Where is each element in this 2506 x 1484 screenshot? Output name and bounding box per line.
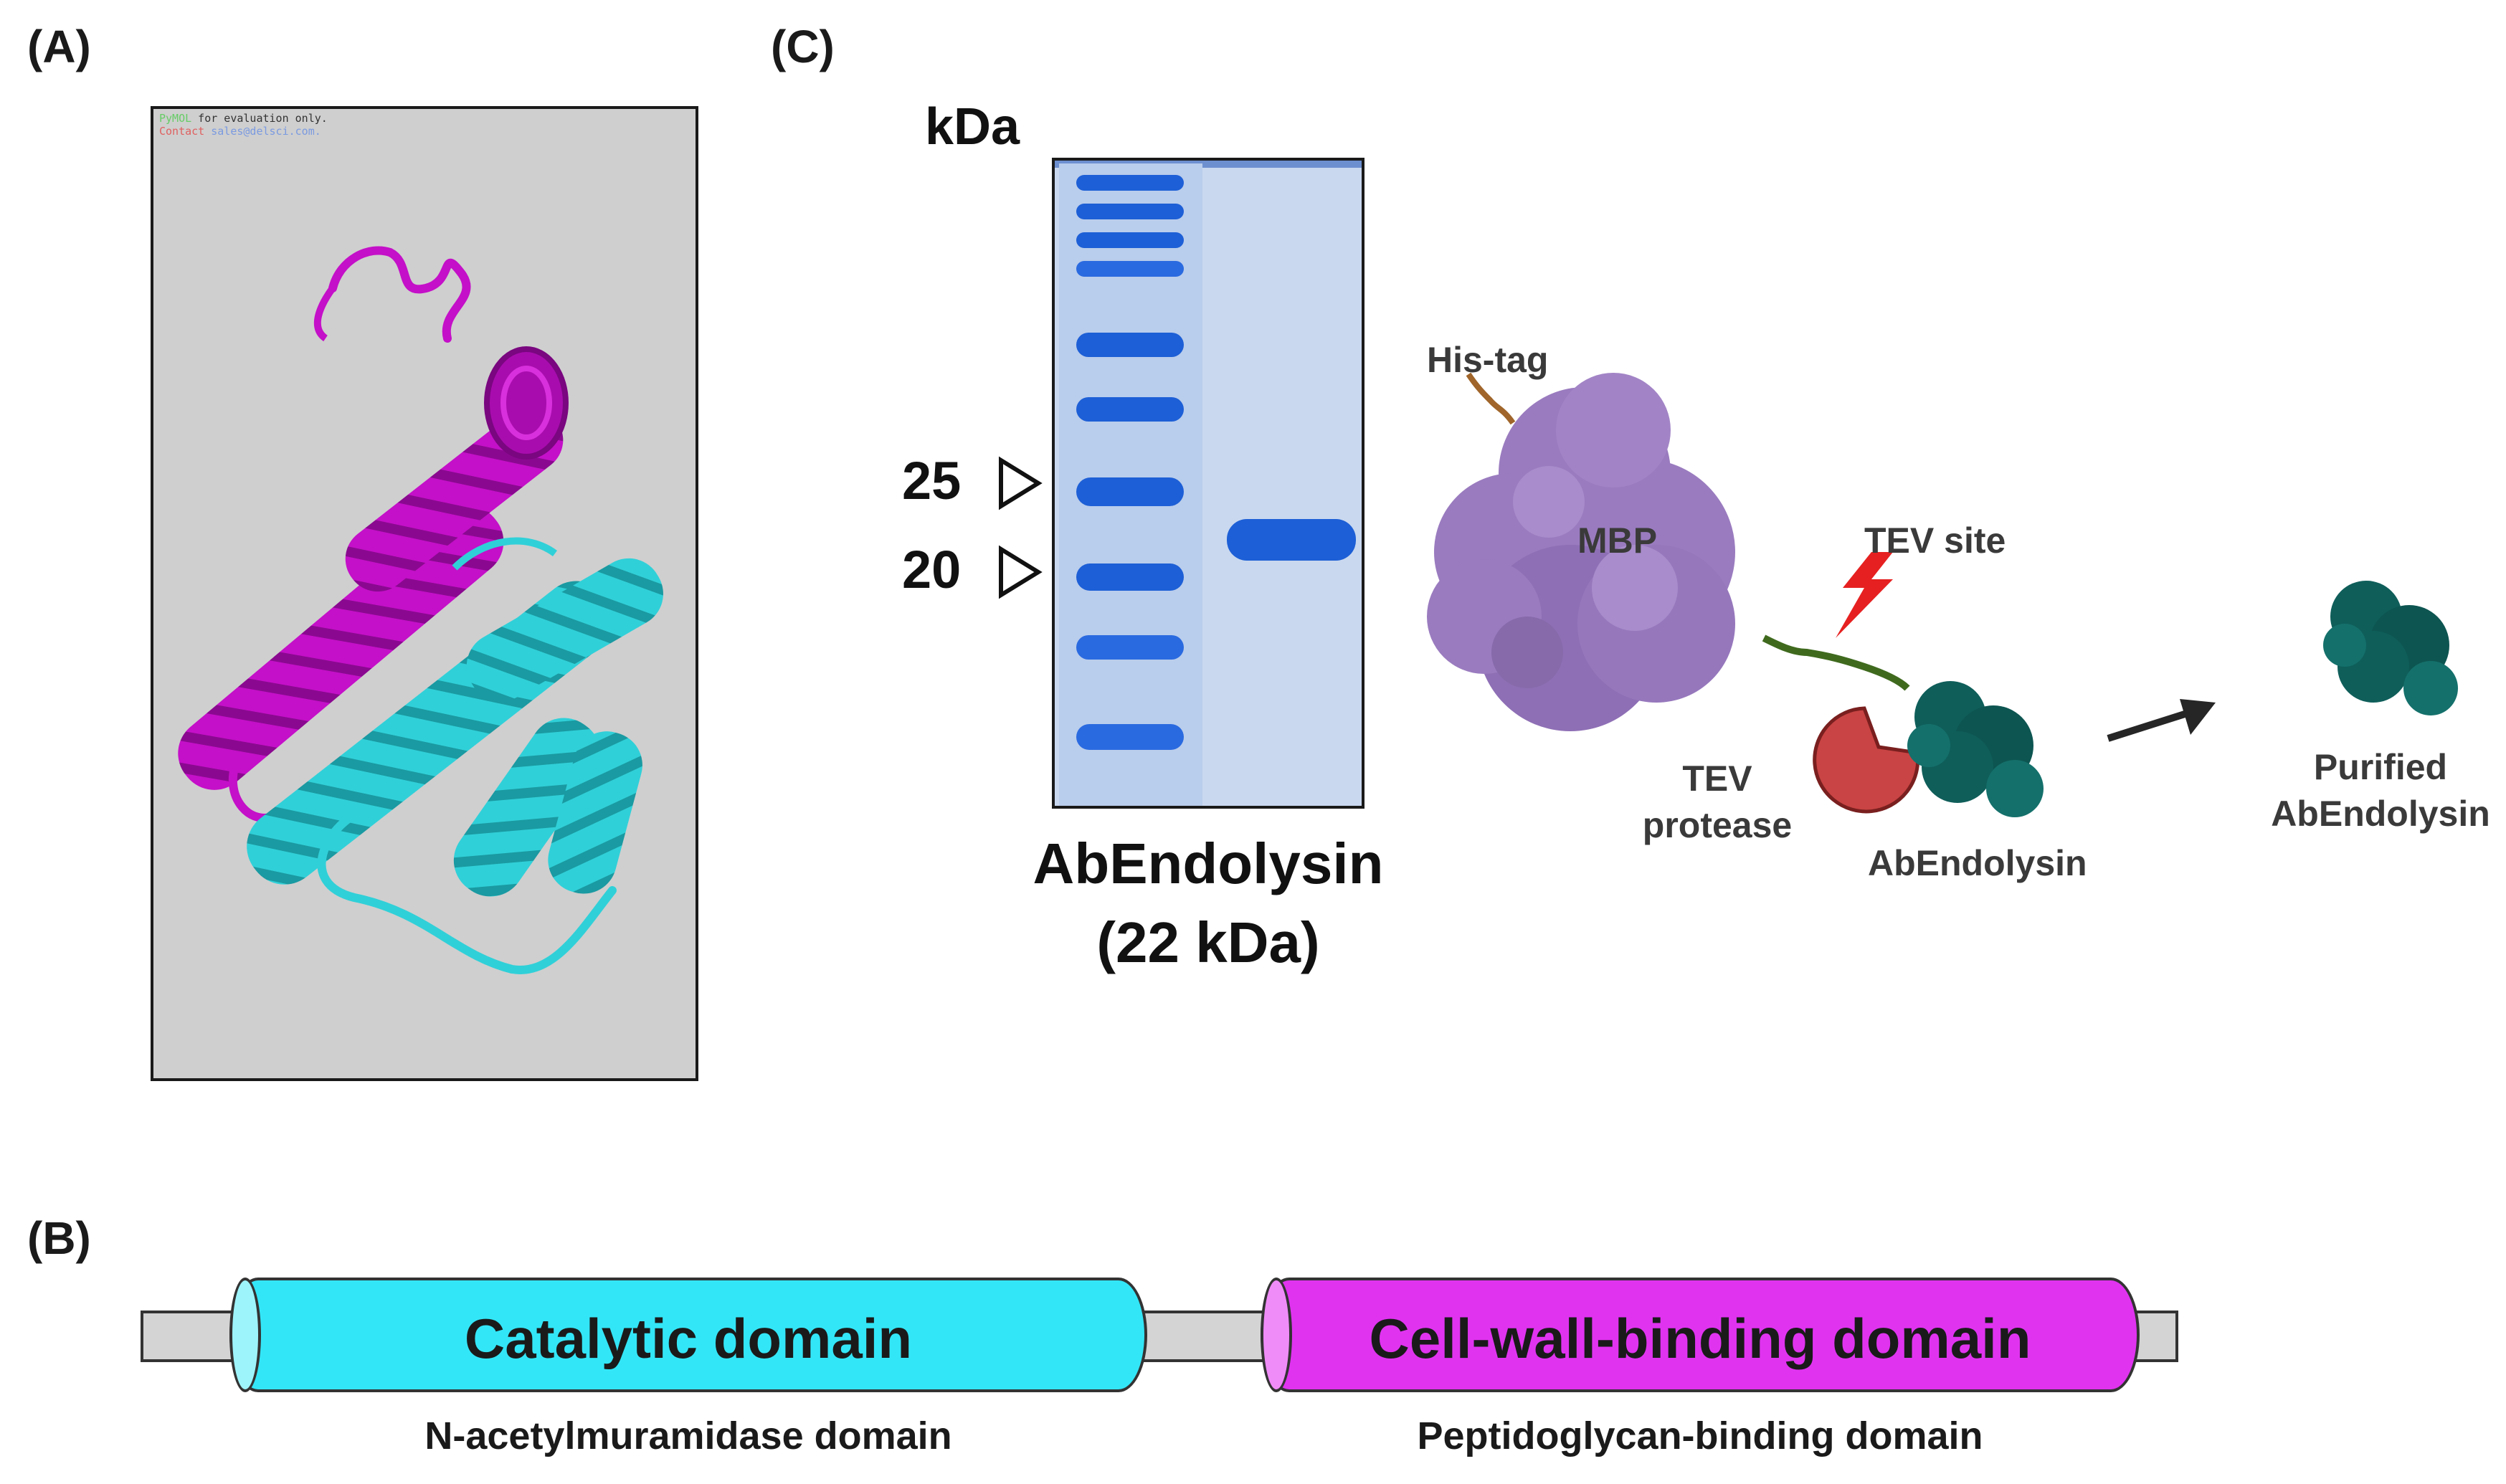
binding-domain-name: Cell-wall-binding domain <box>1369 1307 2031 1370</box>
purification-arrow-line <box>2107 710 2188 742</box>
sds-page-gel <box>1052 158 1364 809</box>
binding-helix-long <box>178 505 504 790</box>
watermark-line2: sales@delsci.com. <box>204 125 321 138</box>
catalytic-loop <box>317 807 617 974</box>
catalytic-helix-lower <box>453 718 601 897</box>
catalytic-cylinder-end <box>229 1278 261 1392</box>
catalytic-helix-mid <box>466 558 663 702</box>
watermark-brand: PyMOL <box>159 112 192 125</box>
tev-cleavage-bolt <box>1836 552 1893 638</box>
gel-unit-label: kDa <box>925 98 1020 156</box>
tev-protease-label: TEV protease <box>1642 758 1793 845</box>
catalytic-domain-name: Catalytic domain <box>464 1307 913 1370</box>
ladder-band <box>1076 397 1184 422</box>
ladder-band <box>1076 261 1184 277</box>
panel-label-a: (A) <box>27 21 91 72</box>
catalytic-domain-description: N-acetylmuramidase domain <box>424 1414 952 1457</box>
lane-name: AbEndolysin <box>1033 832 1384 895</box>
binding-loop-left <box>313 285 336 342</box>
his-tag-label: His-tag <box>1427 340 1549 380</box>
catalytic-helix-right <box>548 731 642 894</box>
tev-site-label: TEV site <box>1864 520 2006 561</box>
ladder-band <box>1076 204 1184 219</box>
ladder-band <box>1076 232 1184 248</box>
ribbon-diagram <box>178 246 663 974</box>
purification-schematic <box>1427 372 2458 817</box>
mbp-label: MBP <box>1577 520 1658 561</box>
protein-structure-render: PyMOL for evaluation only. Contact sales… <box>151 106 698 1081</box>
binding-domain-cylinder: Cell-wall-binding domain <box>1261 1278 2140 1392</box>
abendolysin-protein <box>1907 681 2044 817</box>
binding-cylinder-end <box>1261 1278 1292 1392</box>
binding-helix-end <box>484 346 569 460</box>
binding-domain-description: Peptidoglycan-binding domain <box>1417 1414 1983 1457</box>
purification-arrow-head <box>2180 699 2216 735</box>
marker-arrow-25 <box>999 456 1043 510</box>
catalytic-domain-cylinder: Catalytic domain <box>229 1278 1147 1392</box>
ladder-band <box>1076 724 1184 750</box>
ladder-band-20kda <box>1076 563 1184 591</box>
ladder-band <box>1076 333 1184 357</box>
mbp-protein <box>1427 373 1735 731</box>
binding-loop-top <box>328 246 471 343</box>
gel-top-edge <box>1055 161 1362 168</box>
gel-lane-labels: AbEndolysin (22 kDa) <box>1033 824 1384 983</box>
purified-abendolysin-protein <box>2323 581 2458 715</box>
structure-watermark: PyMOL for evaluation only. Contact sales… <box>159 112 328 138</box>
marker-arrow-20 <box>999 545 1043 599</box>
watermark-line1: for evaluation only. <box>191 112 328 125</box>
marker-label-25: 25 <box>902 451 962 510</box>
ladder-band-25kda <box>1076 477 1184 506</box>
watermark-contact: Contact <box>159 125 205 138</box>
purified-abendolysin-label: Purified AbEndolysin <box>2271 747 2490 834</box>
panel-label-c: (C) <box>771 21 835 72</box>
his-tag-strand <box>1466 372 1516 425</box>
linker-strand <box>1762 634 1910 691</box>
tev-protease-icon <box>1813 706 1920 814</box>
ladder-band <box>1076 175 1184 191</box>
panel-label-b: (B) <box>27 1212 91 1264</box>
marker-label-20: 20 <box>902 540 962 599</box>
abendolysin-label: AbEndolysin <box>1868 843 2087 883</box>
lane-mass: (22 kDa) <box>1096 910 1320 975</box>
ladder-band <box>1076 635 1184 660</box>
sample-band-abendolysin <box>1227 519 1356 561</box>
